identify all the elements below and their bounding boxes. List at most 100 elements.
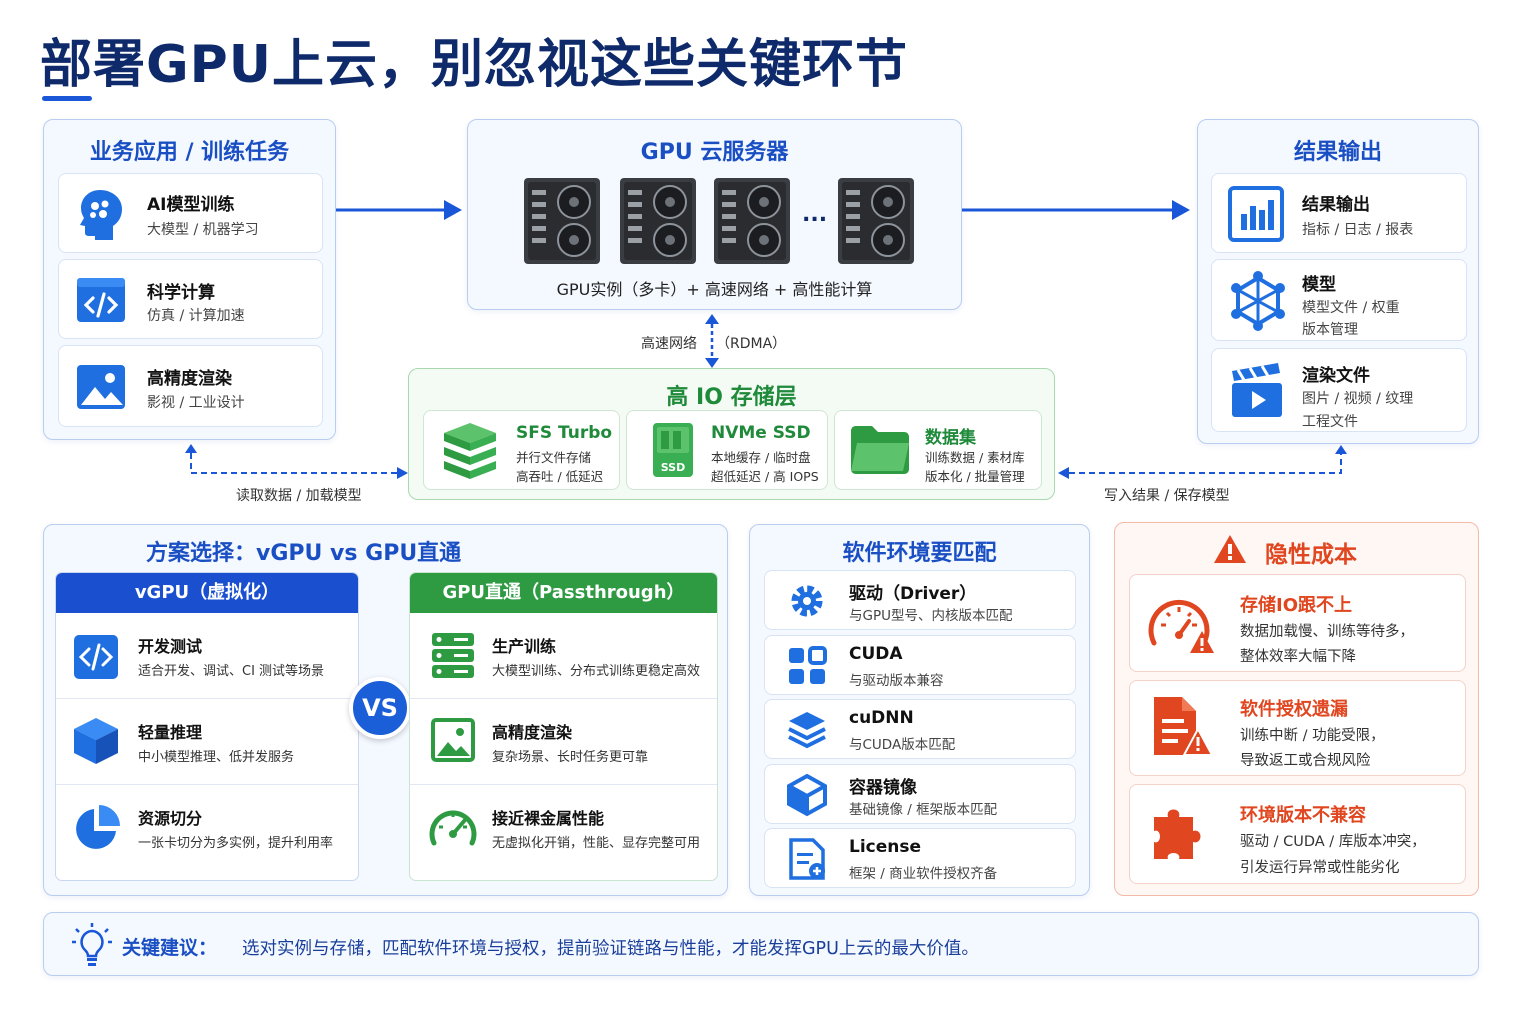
software-item[interactable]: 驱动（Driver）与GPU型号、内核版本匹配: [764, 570, 1076, 630]
passthrough-row-title: 生产训练: [492, 637, 557, 656]
results-item-sub: 指标 / 日志 / 报表: [1302, 222, 1414, 238]
speedometer-icon: [429, 810, 477, 846]
business-panel: 业务应用 / 训练任务 AI模型训练 大模型 / 机器学习 科学计算 仿真 / …: [43, 119, 336, 440]
passthrough-row-title: 接近裸金属性能: [492, 809, 605, 828]
warning-icon: [1214, 535, 1246, 563]
hidden-cost-title: 隐性成本: [1265, 542, 1357, 568]
image-icon: [77, 365, 125, 409]
software-item[interactable]: 容器镜像基础镜像 / 框架版本匹配: [764, 763, 1076, 824]
container-icon: [787, 773, 827, 816]
clapper-icon: [1232, 363, 1282, 417]
business-item-rendering[interactable]: 高精度渲染 影视 / 工业设计: [58, 345, 323, 427]
results-item-output[interactable]: 结果输出 指标 / 日志 / 报表: [1211, 173, 1467, 253]
storage-item-sub2: 超低延迟 / 高 IOPS: [711, 469, 819, 484]
folder-icon: [851, 426, 909, 474]
risk-item-title: 软件授权遗漏: [1240, 699, 1348, 720]
vgpu-row-sub: 适合开发、调试、CI 测试等场景: [138, 664, 325, 679]
passthrough-column: GPU直通（Passthrough） 生产训练 大模型训练、分布式训练更稳定高效…: [409, 572, 718, 881]
flow-arrow-write: [1058, 445, 1347, 479]
storage-item-nvme-ssd[interactable]: SSD NVMe SSD 本地缓存 / 临时盘 超低延迟 / 高 IOPS: [626, 410, 828, 490]
code-window-icon: [77, 278, 125, 322]
results-item-sub2: 工程文件: [1302, 414, 1358, 430]
code-icon: [74, 635, 118, 679]
divider: [410, 784, 717, 785]
storage-item-title: NVMe SSD: [711, 423, 811, 443]
results-item-title: 渲染文件: [1302, 366, 1370, 386]
risk-item-sub: 数据加载慢、训练等待多，: [1240, 624, 1414, 640]
results-item-sub: 模型文件 / 权重: [1302, 300, 1400, 316]
vs-text: VS: [362, 694, 398, 722]
vgpu-row-sub: 中小模型推理、低并发服务: [138, 750, 295, 765]
passthrough-header: GPU直通（Passthrough）: [410, 573, 717, 613]
divider: [410, 698, 717, 699]
layers-icon: [788, 712, 826, 749]
network-cube-icon: [1231, 271, 1285, 331]
divider: [56, 784, 358, 785]
gpu-server-title: GPU 云服务器: [640, 140, 789, 165]
advice-bar: 关键建议： 选对实例与存储，匹配软件环境与授权，提前验证链路与性能，才能发挥GP…: [43, 912, 1479, 976]
risk-item-sub: 训练中断 / 功能受限，: [1240, 728, 1385, 744]
vgpu-row-title: 轻量推理: [138, 723, 203, 742]
advice-label: 关键建议：: [122, 937, 218, 959]
risk-item-license[interactable]: 软件授权遗漏 训练中断 / 功能受限， 导致返工或合规风险: [1129, 680, 1466, 776]
risk-item-sub2: 引发运行异常或性能劣化: [1240, 860, 1400, 876]
cube-icon: [74, 718, 118, 764]
title-underline: [42, 96, 92, 101]
license-icon: [789, 838, 825, 880]
risk-item-title: 环境版本不兼容: [1240, 805, 1366, 826]
business-item-title: 科学计算: [147, 283, 215, 303]
results-item-sub: 图片 / 视频 / 纹理: [1302, 391, 1414, 407]
risk-item-sub: 驱动 / CUDA / 库版本冲突，: [1240, 834, 1426, 850]
software-item-sub: 基础镜像 / 框架版本匹配: [849, 801, 998, 818]
bar-chart-icon: [1228, 186, 1284, 242]
page-title: 部署GPU上云，别忽视这些关键环节: [40, 35, 909, 95]
business-item-sub: 大模型 / 机器学习: [147, 222, 259, 238]
network-label: 高速网络: [641, 336, 697, 352]
gpu-server-ellipsis: ...: [802, 202, 828, 227]
business-item-title: AI模型训练: [147, 195, 235, 215]
risk-item-env-compat[interactable]: 环境版本不兼容 驱动 / CUDA / 库版本冲突， 引发运行异常或性能劣化: [1129, 784, 1466, 884]
storage-item-sub2: 版本化 / 批量管理: [925, 469, 1025, 484]
network-label-rdma: （RDMA）: [716, 336, 787, 352]
gpu-server-unit-icon: [838, 178, 914, 264]
vgpu-header: vGPU（虚拟化）: [56, 573, 358, 613]
business-item-ai-training[interactable]: AI模型训练 大模型 / 机器学习: [58, 173, 323, 253]
lightbulb-icon: [72, 923, 112, 966]
storage-item-sub2: 高吞吐 / 低延迟: [516, 469, 604, 484]
flow-label-write: 写入结果 / 保存模型: [1104, 488, 1230, 504]
risk-item-storage-io[interactable]: 存储IO跟不上 数据加载慢、训练等待多， 整体效率大幅下降: [1129, 574, 1466, 672]
storage-panel: 高 IO 存储层 SFS Turbo 并行文件存储 高吞吐 / 低延迟 SSD …: [408, 368, 1055, 500]
choice-panel: 方案选择：vGPU vs GPU直通 vGPU（虚拟化） 开发测试 适合开发、调…: [43, 524, 728, 896]
storage-item-dataset[interactable]: 数据集 训练数据 / 素材库 版本化 / 批量管理: [834, 410, 1042, 490]
business-item-scientific[interactable]: 科学计算 仿真 / 计算加速: [58, 259, 323, 339]
passthrough-row-sub: 无虚拟化开销，性能、显存完整可用: [492, 836, 701, 851]
gauge-warning-icon: [1148, 599, 1214, 653]
pie-icon: [76, 805, 120, 849]
passthrough-row-sub: 复杂场景、长时任务更可靠: [492, 750, 649, 765]
flow-label-read: 读取数据 / 加载模型: [236, 488, 362, 504]
results-panel-title: 结果输出: [1293, 140, 1382, 165]
results-item-render-files[interactable]: 渲染文件 图片 / 视频 / 纹理 工程文件: [1211, 348, 1467, 432]
business-item-sub: 影视 / 工业设计: [147, 395, 245, 411]
software-item-title: 驱动（Driver）: [849, 584, 977, 604]
gear-icon: [791, 585, 823, 617]
storage-item-sfs-turbo[interactable]: SFS Turbo 并行文件存储 高吞吐 / 低延迟: [423, 410, 620, 490]
flow-arrow-to-results: [962, 200, 1190, 220]
software-panel-title: 软件环境要匹配: [842, 541, 997, 566]
hidden-cost-panel: 隐性成本 存储IO跟不上 数据加载慢、训练等待多， 整体效率大幅下降 软件授权遗…: [1114, 522, 1479, 896]
business-item-sub: 仿真 / 计算加速: [147, 308, 245, 324]
picture-icon: [431, 718, 475, 762]
grid-icon: [789, 645, 827, 684]
storage-item-sub: 训练数据 / 素材库: [925, 450, 1025, 465]
storage-item-title: 数据集: [925, 428, 976, 448]
results-item-model[interactable]: 模型 模型文件 / 权重 版本管理: [1211, 259, 1467, 341]
software-item-sub: 框架 / 商业软件授权齐备: [849, 866, 998, 882]
passthrough-row-sub: 大模型训练、分布式训练更稳定高效: [492, 664, 701, 679]
vgpu-column: vGPU（虚拟化） 开发测试 适合开发、调试、CI 测试等场景 轻量推理 中小模…: [55, 572, 359, 881]
server-icon: [432, 633, 474, 678]
business-panel-title: 业务应用 / 训练任务: [89, 140, 290, 165]
